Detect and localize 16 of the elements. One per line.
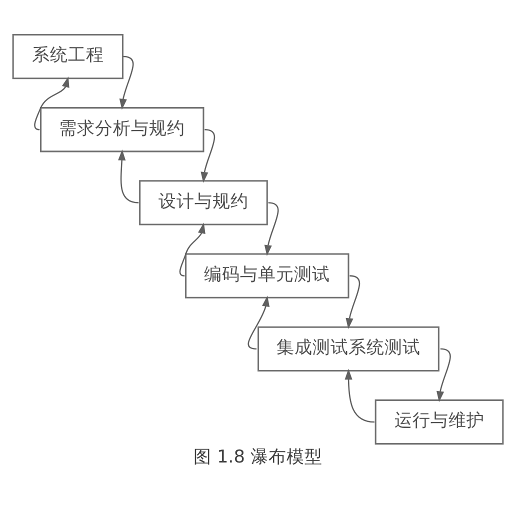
node-box: 集成测试系统测试 [258, 326, 440, 372]
node-box: 设计与规约 [139, 180, 268, 226]
node-box: 系统工程 [12, 34, 124, 80]
node-box: 编码与单元测试 [185, 253, 350, 298]
arrow [34, 76, 70, 130]
arrow [264, 202, 279, 256]
node-box: 需求分析与规约 [40, 107, 204, 152]
arrow [248, 296, 270, 350]
arrow [436, 348, 451, 402]
node-box: 运行与维护 [374, 399, 504, 445]
arrow [200, 128, 216, 183]
arrow [118, 149, 139, 204]
arrow [119, 56, 134, 110]
caption: 图 1.8 瀑布模型 [193, 448, 323, 468]
arrow [344, 368, 374, 423]
arrow [346, 275, 360, 330]
